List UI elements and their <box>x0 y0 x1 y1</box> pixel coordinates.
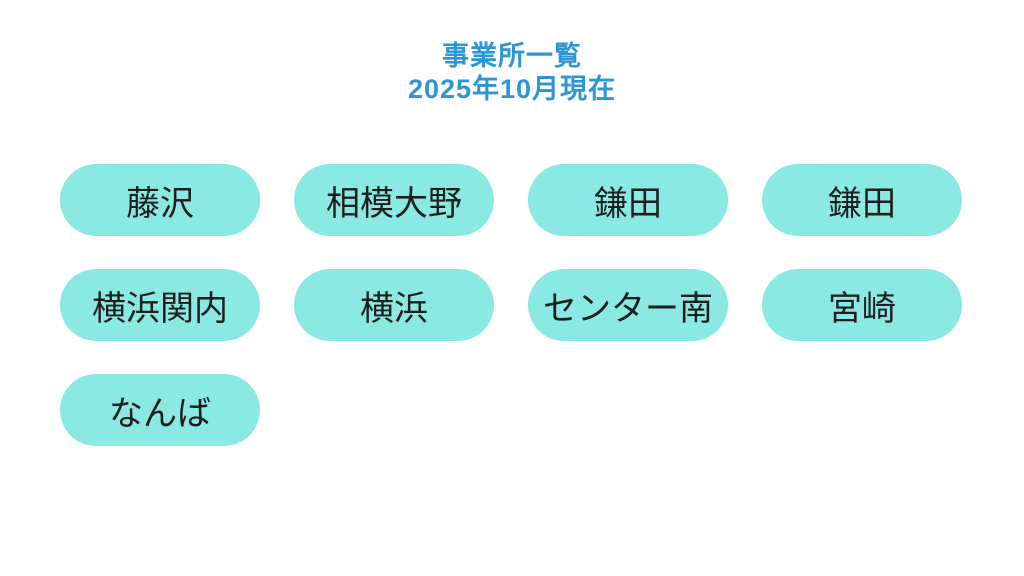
office-pill-kamata-1[interactable]: 鎌田 <box>528 164 728 236</box>
office-pill-yokohama[interactable]: 横浜 <box>294 269 494 341</box>
office-pill-namba[interactable]: なんば <box>60 374 260 446</box>
page-subtitle: 2025年10月現在 <box>407 74 617 104</box>
office-pill-kamata-2[interactable]: 鎌田 <box>762 164 962 236</box>
office-pill-miyazaki[interactable]: 宮崎 <box>762 269 962 341</box>
office-pill-centerminami[interactable]: センター南 <box>528 269 728 341</box>
page-title: 事業所一覧 <box>442 41 582 71</box>
office-pill-fujisawa[interactable]: 藤沢 <box>60 164 260 236</box>
office-pill-yokohamakannai[interactable]: 横浜関内 <box>60 269 260 341</box>
office-pill-sagamiono[interactable]: 相模大野 <box>294 164 494 236</box>
office-grid: 藤沢 相模大野 鎌田 鎌田 横浜関内 横浜 センター南 宮崎 なんば <box>60 164 964 446</box>
page-header: 事業所一覧 2025年10月現在 <box>0 40 1024 106</box>
